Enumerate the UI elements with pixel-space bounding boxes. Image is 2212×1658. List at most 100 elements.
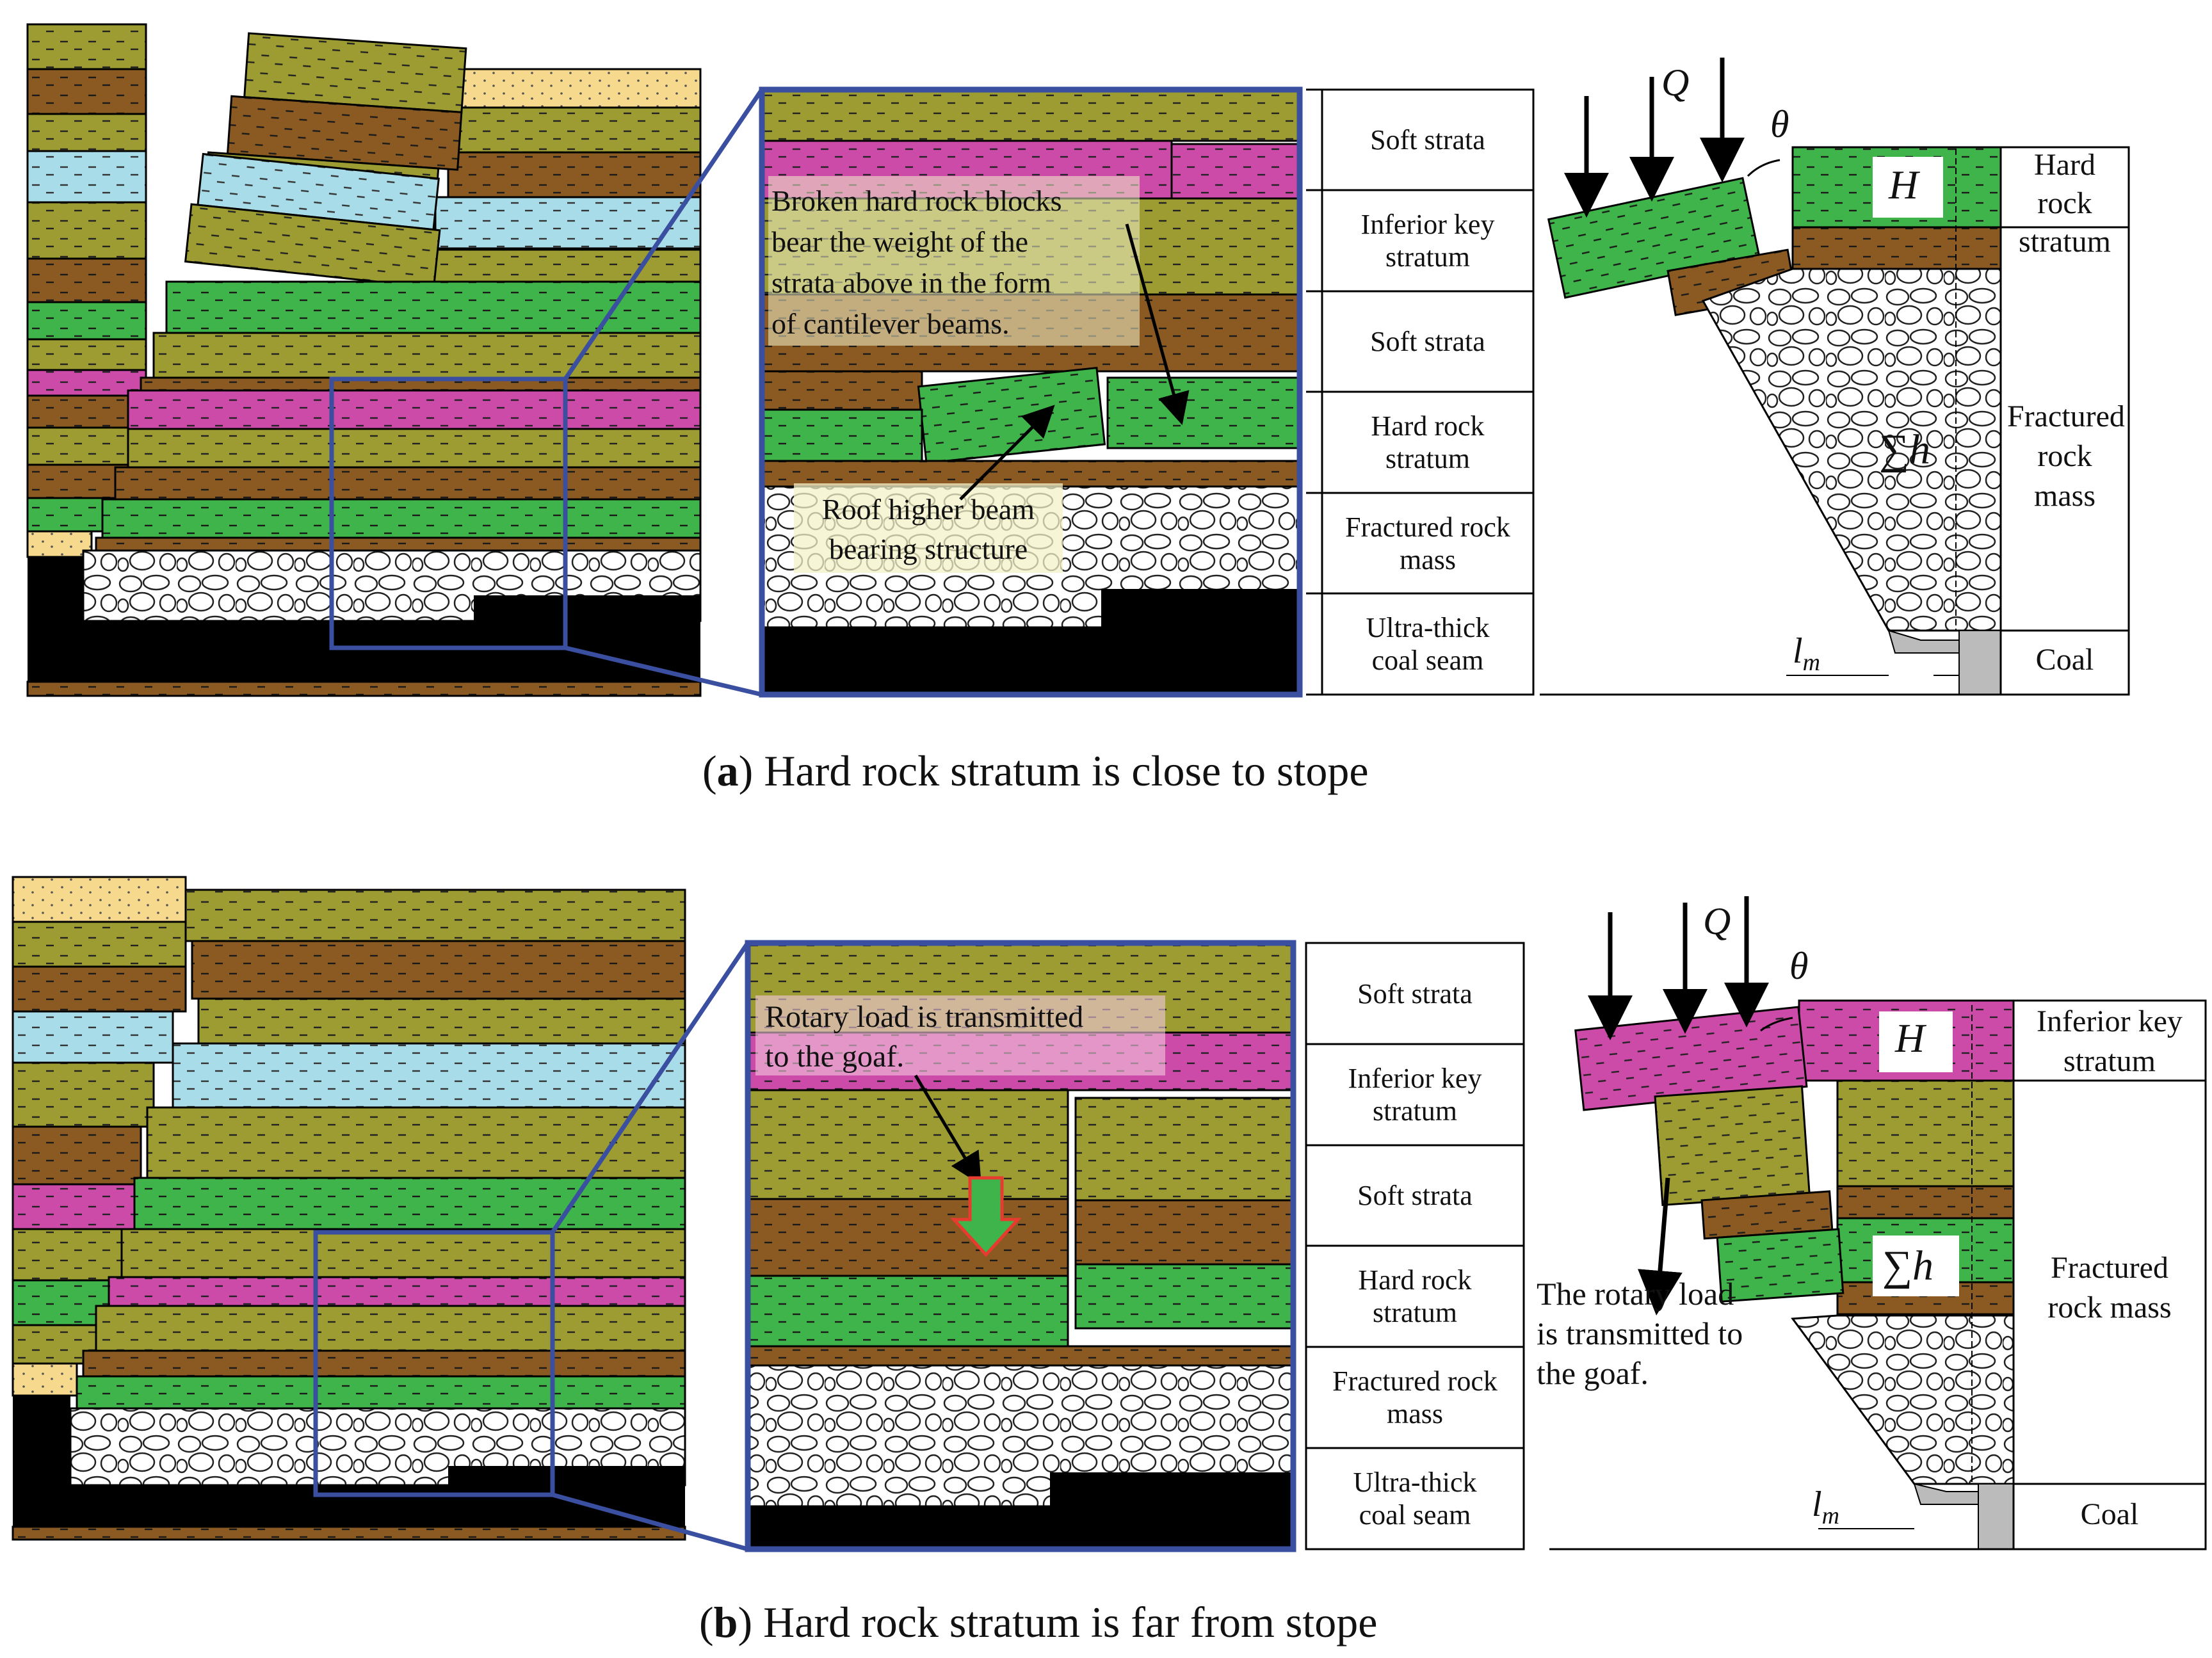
note-line: The rotary load [1537,1276,1734,1312]
legend-label: Soft strata [1370,326,1485,357]
legend-label: Inferior key stratum [1348,1063,1482,1127]
cyan-layer [434,196,702,250]
legend-label: Hard rock stratum [1371,410,1485,474]
olive-layer [26,201,147,260]
fractured-rock-mass [1791,1314,2015,1485]
load-label: Q [1703,900,1731,942]
olive-layer [447,106,702,154]
green-layer [26,301,147,341]
caption-text: Hard rock stratum is far from stope [752,1598,1378,1646]
olive-layer [26,426,147,466]
annotation-line: bearing structure [828,533,1028,565]
legend-row: Soft strata [1306,1145,1524,1246]
legend-label: Hard rock stratum [1358,1264,1472,1328]
annotation-line: Roof higher beam [821,493,1035,526]
panel-b-mechanics-diagram [1549,896,2207,1550]
sand-layer [447,68,702,109]
olive-layer [26,338,147,371]
legend-row: Soft strata [1306,943,1524,1044]
span-label: lm [1793,631,1820,677]
olive-layer [26,23,147,70]
annotation-line: of cantilever beams. [771,307,1010,340]
zoom-frame [329,376,568,650]
panel-b-legend-table [1305,942,1525,1550]
span-subscript: m [1802,649,1821,677]
caption-letter: b [713,1598,738,1646]
span-subscript: m [1821,1502,1840,1530]
coal-seam [28,557,700,682]
angle-label: θ [1770,103,1789,145]
height-label: ∑h [1882,1243,1934,1289]
legend-label: Ultra-thick coal seam [1353,1467,1477,1531]
span-label: lm [1812,1484,1839,1530]
annotation-line: strata above in the form [771,266,1051,299]
load-label: Q [1661,61,1690,104]
caption-text: Hard rock stratum is close to stope [753,746,1369,795]
legend-row: Soft strata [1322,291,1533,392]
span-symbol: l [1793,631,1803,671]
legend-row: Ultra-thick coal seam [1306,1448,1524,1549]
height-label: ∑h [1879,426,1931,473]
caption-b: (b) Hard rock stratum is far from stope [699,1598,1378,1646]
mech-label-fractured: Fractured rock mass [2007,399,2125,513]
zoom-frame [313,1230,555,1497]
legend-label: Fractured rock mass [1332,1365,1498,1429]
span-symbol: l [1812,1485,1822,1524]
legend-row: Fractured rock mass [1306,1347,1524,1448]
annotation-line: Rotary load is transmitted [765,1000,1084,1034]
note-line: the goaf. [1537,1355,1649,1391]
annotation-text-cantilever: Broken hard rock blocks bear the weight … [771,181,1136,344]
legend-row: Hard rock stratum [1306,1246,1524,1347]
panel-b-legend-labels: Soft strata Inferior key stratum Soft st… [1306,943,1524,1549]
brown-layer [26,257,147,303]
panel-b-cross-section [12,876,750,1552]
panel-a-cross-section [26,23,764,697]
legend-row: Fractured rock mass [1322,493,1533,593]
annotation-text-rotary: Rotary load is transmitted to the goaf. [765,997,1168,1077]
thickness-label-box [1873,157,1943,218]
load-transfer-arrow [950,1176,1022,1257]
annotation-line: bear the weight of the [771,225,1029,258]
panel-a-mechanics-diagram [1540,58,2130,696]
legend-row: Inferior key stratum [1306,1044,1524,1145]
cyan-layer [26,150,147,204]
mech-label-coal: Coal [2035,643,2094,677]
panel-a-zoomed-view [759,86,1303,698]
mech-label-fractured: Fractured rock mass [2047,1251,2172,1324]
annotation-highlight [768,176,1140,346]
annotation-line: to the goaf. [765,1040,905,1074]
annotation-text-beam: Roof higher beam bearing structure [794,490,1063,569]
thickness-label: H [1895,1015,1925,1061]
mech-label-coal: Coal [2080,1497,2139,1531]
panel-b-zoomed-view [745,940,1296,1552]
zoom-frame-outline [745,940,1296,1552]
annotation-highlight [794,483,1063,573]
brown-layer [26,394,147,429]
sand-layer [26,530,93,558]
mech-label-inferior: Inferior key stratum [2037,1004,2183,1078]
brown-layer [447,151,702,205]
panel-a-legend-labels: Soft strata Inferior key stratum Soft st… [1322,90,1533,695]
legend-label: Fractured rock mass [1345,511,1510,575]
zoom-frame-outline [759,86,1303,698]
mech-label-hard-rock: Hard rock stratum [2019,148,2111,259]
legend-label: Soft strata [1370,124,1485,156]
angle-label: θ [1789,945,1809,987]
legend-row: Inferior key stratum [1322,190,1533,291]
olive-layer [26,113,147,152]
note-line: is transmitted to [1537,1316,1743,1351]
panel-a-legend-table [1306,88,1535,696]
legend-row: Hard rock stratum [1322,392,1533,493]
caption-letter: a [716,746,739,795]
thickness-label: H [1889,162,1919,207]
caption-a: (a) Hard rock stratum is close to stope [702,746,1369,795]
legend-row: Ultra-thick coal seam [1322,593,1533,695]
brown-layer [26,68,147,115]
legend-label: Soft strata [1357,1180,1473,1211]
legend-label: Inferior key stratum [1360,209,1495,273]
rotary-note: The rotary load is transmitted to the go… [1537,1274,1793,1393]
legend-label: Ultra-thick coal seam [1366,612,1490,676]
annotation-highlight [755,995,1165,1075]
legend-label: Soft strata [1357,978,1473,1010]
